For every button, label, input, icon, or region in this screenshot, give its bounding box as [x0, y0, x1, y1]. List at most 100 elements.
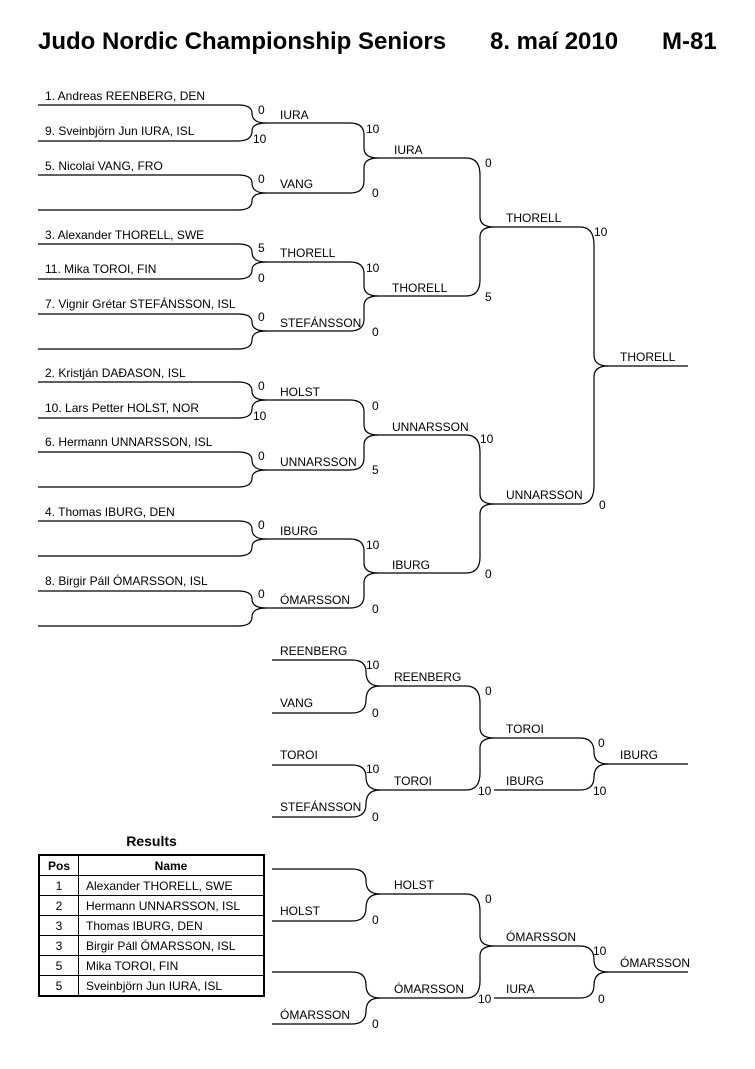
entry-label: ÓMARSSON [280, 1007, 350, 1022]
winner-label: HOLST [280, 385, 321, 399]
bracket-line [38, 607, 267, 627]
score-label: 10 [366, 122, 380, 136]
score-label: 0 [372, 325, 379, 339]
winner-label: VANG [280, 177, 313, 191]
results-header-row: Pos Name [38, 854, 265, 876]
result-pos: 3 [38, 915, 79, 936]
score-label: 10 [478, 784, 492, 798]
result-name: Thomas IBURG, DEN [78, 915, 265, 936]
score-label: 10 [253, 132, 267, 146]
bracket-line [349, 434, 379, 471]
winner-label: IURA [280, 108, 309, 122]
entry-label: 7. Vignir Grétar STEFÁNSSON, ISL [45, 296, 236, 311]
bracket-line [579, 945, 688, 973]
score-label: 10 [480, 432, 494, 446]
bracket-line [38, 122, 267, 142]
table-row: 5 Mika TOROI, FIN [38, 955, 265, 976]
entry-label: 11. Mika TOROI, FIN [45, 262, 156, 276]
score-label: 10 [366, 261, 380, 275]
semifinal-scores: 0 5 10 0 [480, 156, 494, 581]
entry-label: STEFÁNSSON [280, 799, 361, 814]
result-name: Mika TOROI, FIN [78, 955, 265, 976]
bracket-line [579, 763, 609, 791]
winner-label: HOLST [394, 878, 435, 892]
entry-label: 1. Andreas REENBERG, DEN [45, 89, 205, 103]
score-label: 0 [485, 156, 492, 170]
bracket-line [38, 243, 350, 263]
result-name: Sveinbjörn Jun IURA, ISL [78, 975, 265, 997]
winner-label: UNNARSSON [506, 488, 583, 502]
table-row: 2 Hermann UNNARSSON, ISL [38, 895, 265, 916]
score-label: 0 [258, 271, 265, 285]
bracket-line [38, 192, 267, 211]
bracket-line [349, 295, 379, 332]
round1-winners: IURA VANG THORELL STEFÁNSSON HOLST UNNAR… [280, 108, 361, 607]
winner-label: TOROI [506, 722, 544, 736]
winner-label: ÓMARSSON [394, 981, 464, 996]
bracket-line [272, 764, 466, 791]
repechage-a: REENBERG VANG TOROI STEFÁNSSON 10 0 10 0… [280, 644, 658, 824]
bracket-line [38, 590, 350, 609]
score-label: 10 [366, 762, 380, 776]
table-row: 3 Thomas IBURG, DEN [38, 915, 265, 936]
winner-label: THORELL [280, 246, 336, 260]
entry-label: 10. Lars Petter HOLST, NOR [45, 401, 199, 415]
bracket-line [272, 685, 381, 714]
result-name: Birgir Páll ÓMARSSON, ISL [78, 935, 265, 956]
bracket-line [38, 469, 267, 488]
score-label: 0 [258, 587, 265, 601]
score-label: 0 [372, 399, 379, 413]
bracket-line [38, 104, 350, 124]
entry-label: 8. Birgir Páll ÓMARSSON, ISL [45, 573, 208, 588]
bracket-line [465, 503, 495, 574]
bracket-line [272, 789, 381, 818]
bracket-line [38, 399, 267, 419]
winner-label: UNNARSSON [280, 455, 357, 469]
score-label: 10 [594, 225, 608, 239]
score-label: 0 [258, 379, 265, 393]
entry-label: VANG [280, 696, 313, 710]
winner-label: ÓMARSSON [280, 592, 350, 607]
score-label: 0 [258, 449, 265, 463]
score-label: 0 [372, 810, 379, 824]
bracket-line [349, 572, 379, 609]
score-label: 0 [485, 892, 492, 906]
result-pos: 5 [38, 955, 79, 976]
bracket-line [38, 520, 350, 540]
score-label: 0 [598, 736, 605, 750]
bracket-line [465, 893, 580, 947]
bracket-line [38, 381, 350, 401]
score-label: 0 [258, 310, 265, 324]
entry-label: 2. Kristján DAÐASON, ISL [45, 366, 186, 380]
table-row: 5 Sveinbjörn Jun IURA, ISL [38, 975, 265, 997]
opponent-label: IURA [506, 982, 535, 996]
entry-label: REENBERG [280, 644, 347, 658]
bracket-line [349, 538, 466, 574]
entry-label: 9. Sveinbjörn Jun IURA, ISL [45, 124, 195, 138]
winner-label: STEFÁNSSON [280, 315, 361, 330]
bracket-line [38, 313, 350, 332]
score-label: 0 [598, 992, 605, 1006]
score-label: 0 [372, 913, 379, 927]
winner-label: IBURG [392, 558, 430, 572]
entry-labels: 1. Andreas REENBERG, DEN 9. Sveinbjörn J… [45, 89, 236, 588]
entry-label: 4. Thomas IBURG, DEN [45, 505, 175, 519]
bracket-line [38, 261, 267, 280]
results-title: Results [126, 833, 177, 849]
entry-label: HOLST [280, 904, 321, 918]
score-label: 10 [593, 784, 607, 798]
winner-label: UNNARSSON [392, 420, 469, 434]
bracket-line [465, 737, 495, 791]
round1-scores: 0 10 0 5 0 0 0 10 0 0 0 [253, 103, 267, 601]
entry-label: 6. Hermann UNNARSSON, ISL [45, 435, 213, 449]
bracket-line [465, 945, 495, 999]
score-label: 0 [372, 186, 379, 200]
winner-label: THORELL [392, 281, 448, 295]
bronze-winner-label: IBURG [620, 748, 658, 762]
score-label: 10 [366, 538, 380, 552]
title-date: 8. maí 2010 [490, 28, 619, 55]
result-pos: 2 [38, 895, 79, 916]
bracket-line [38, 451, 350, 471]
score-label: 10 [366, 658, 380, 672]
